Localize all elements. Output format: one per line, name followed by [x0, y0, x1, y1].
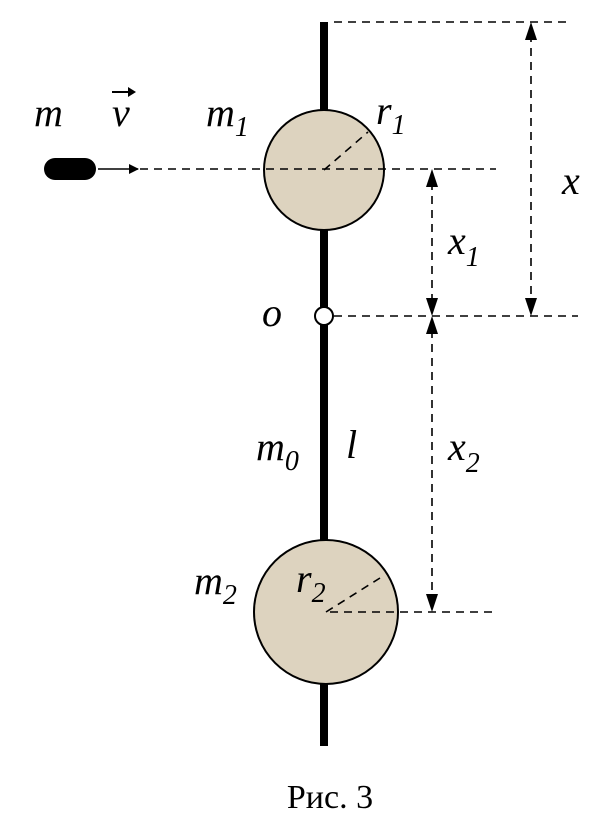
label-rod-mass: m0 — [256, 424, 299, 477]
label-rod-mass-main: m — [256, 424, 285, 469]
bullet — [44, 158, 96, 180]
label-r2: r2 — [296, 556, 326, 609]
label-x2-sub: 2 — [466, 448, 480, 479]
label-velocity: v — [112, 87, 136, 135]
figure-caption: Рис. 3 — [287, 779, 373, 816]
label-x1-sub: 1 — [466, 242, 480, 273]
label-rod-mass-sub: 0 — [285, 446, 299, 477]
label-bullet-mass: m — [34, 90, 63, 135]
label-m1: m1 — [206, 90, 249, 143]
label-r2-main: r — [296, 556, 312, 601]
label-r2-sub: 2 — [312, 578, 326, 609]
velocity-vector-head — [128, 87, 136, 97]
dimension-x1-arrow-top — [426, 169, 438, 187]
label-r1-sub: 1 — [392, 110, 406, 141]
dimension-x-arrow-bottom — [525, 298, 537, 316]
label-x1: x1 — [447, 218, 480, 273]
label-x: x — [561, 158, 580, 203]
label-m1-sub: 1 — [235, 112, 249, 143]
dimension-x-arrow-top — [525, 22, 537, 40]
label-rod-length: l — [346, 422, 357, 467]
dimension-x1-arrow-bottom — [426, 298, 438, 316]
label-x1-main: x — [447, 218, 466, 263]
label-m2: m2 — [194, 558, 237, 611]
label-r1-main: r — [376, 88, 392, 133]
label-m1-main: m — [206, 90, 235, 135]
label-m2-sub: 2 — [223, 580, 237, 611]
dimension-x2-arrow-top — [426, 316, 438, 334]
label-x2-main: x — [447, 424, 466, 469]
label-pivot: o — [262, 290, 282, 335]
pivot-point — [314, 306, 334, 326]
label-m2-main: m — [194, 558, 223, 603]
radius-r1-line — [323, 131, 369, 171]
radius-r2-line — [325, 577, 381, 613]
dimension-x2-arrow-bottom — [426, 594, 438, 612]
label-x2: x2 — [447, 424, 480, 479]
label-velocity-text: v — [112, 90, 130, 135]
label-r1: r1 — [376, 88, 406, 141]
